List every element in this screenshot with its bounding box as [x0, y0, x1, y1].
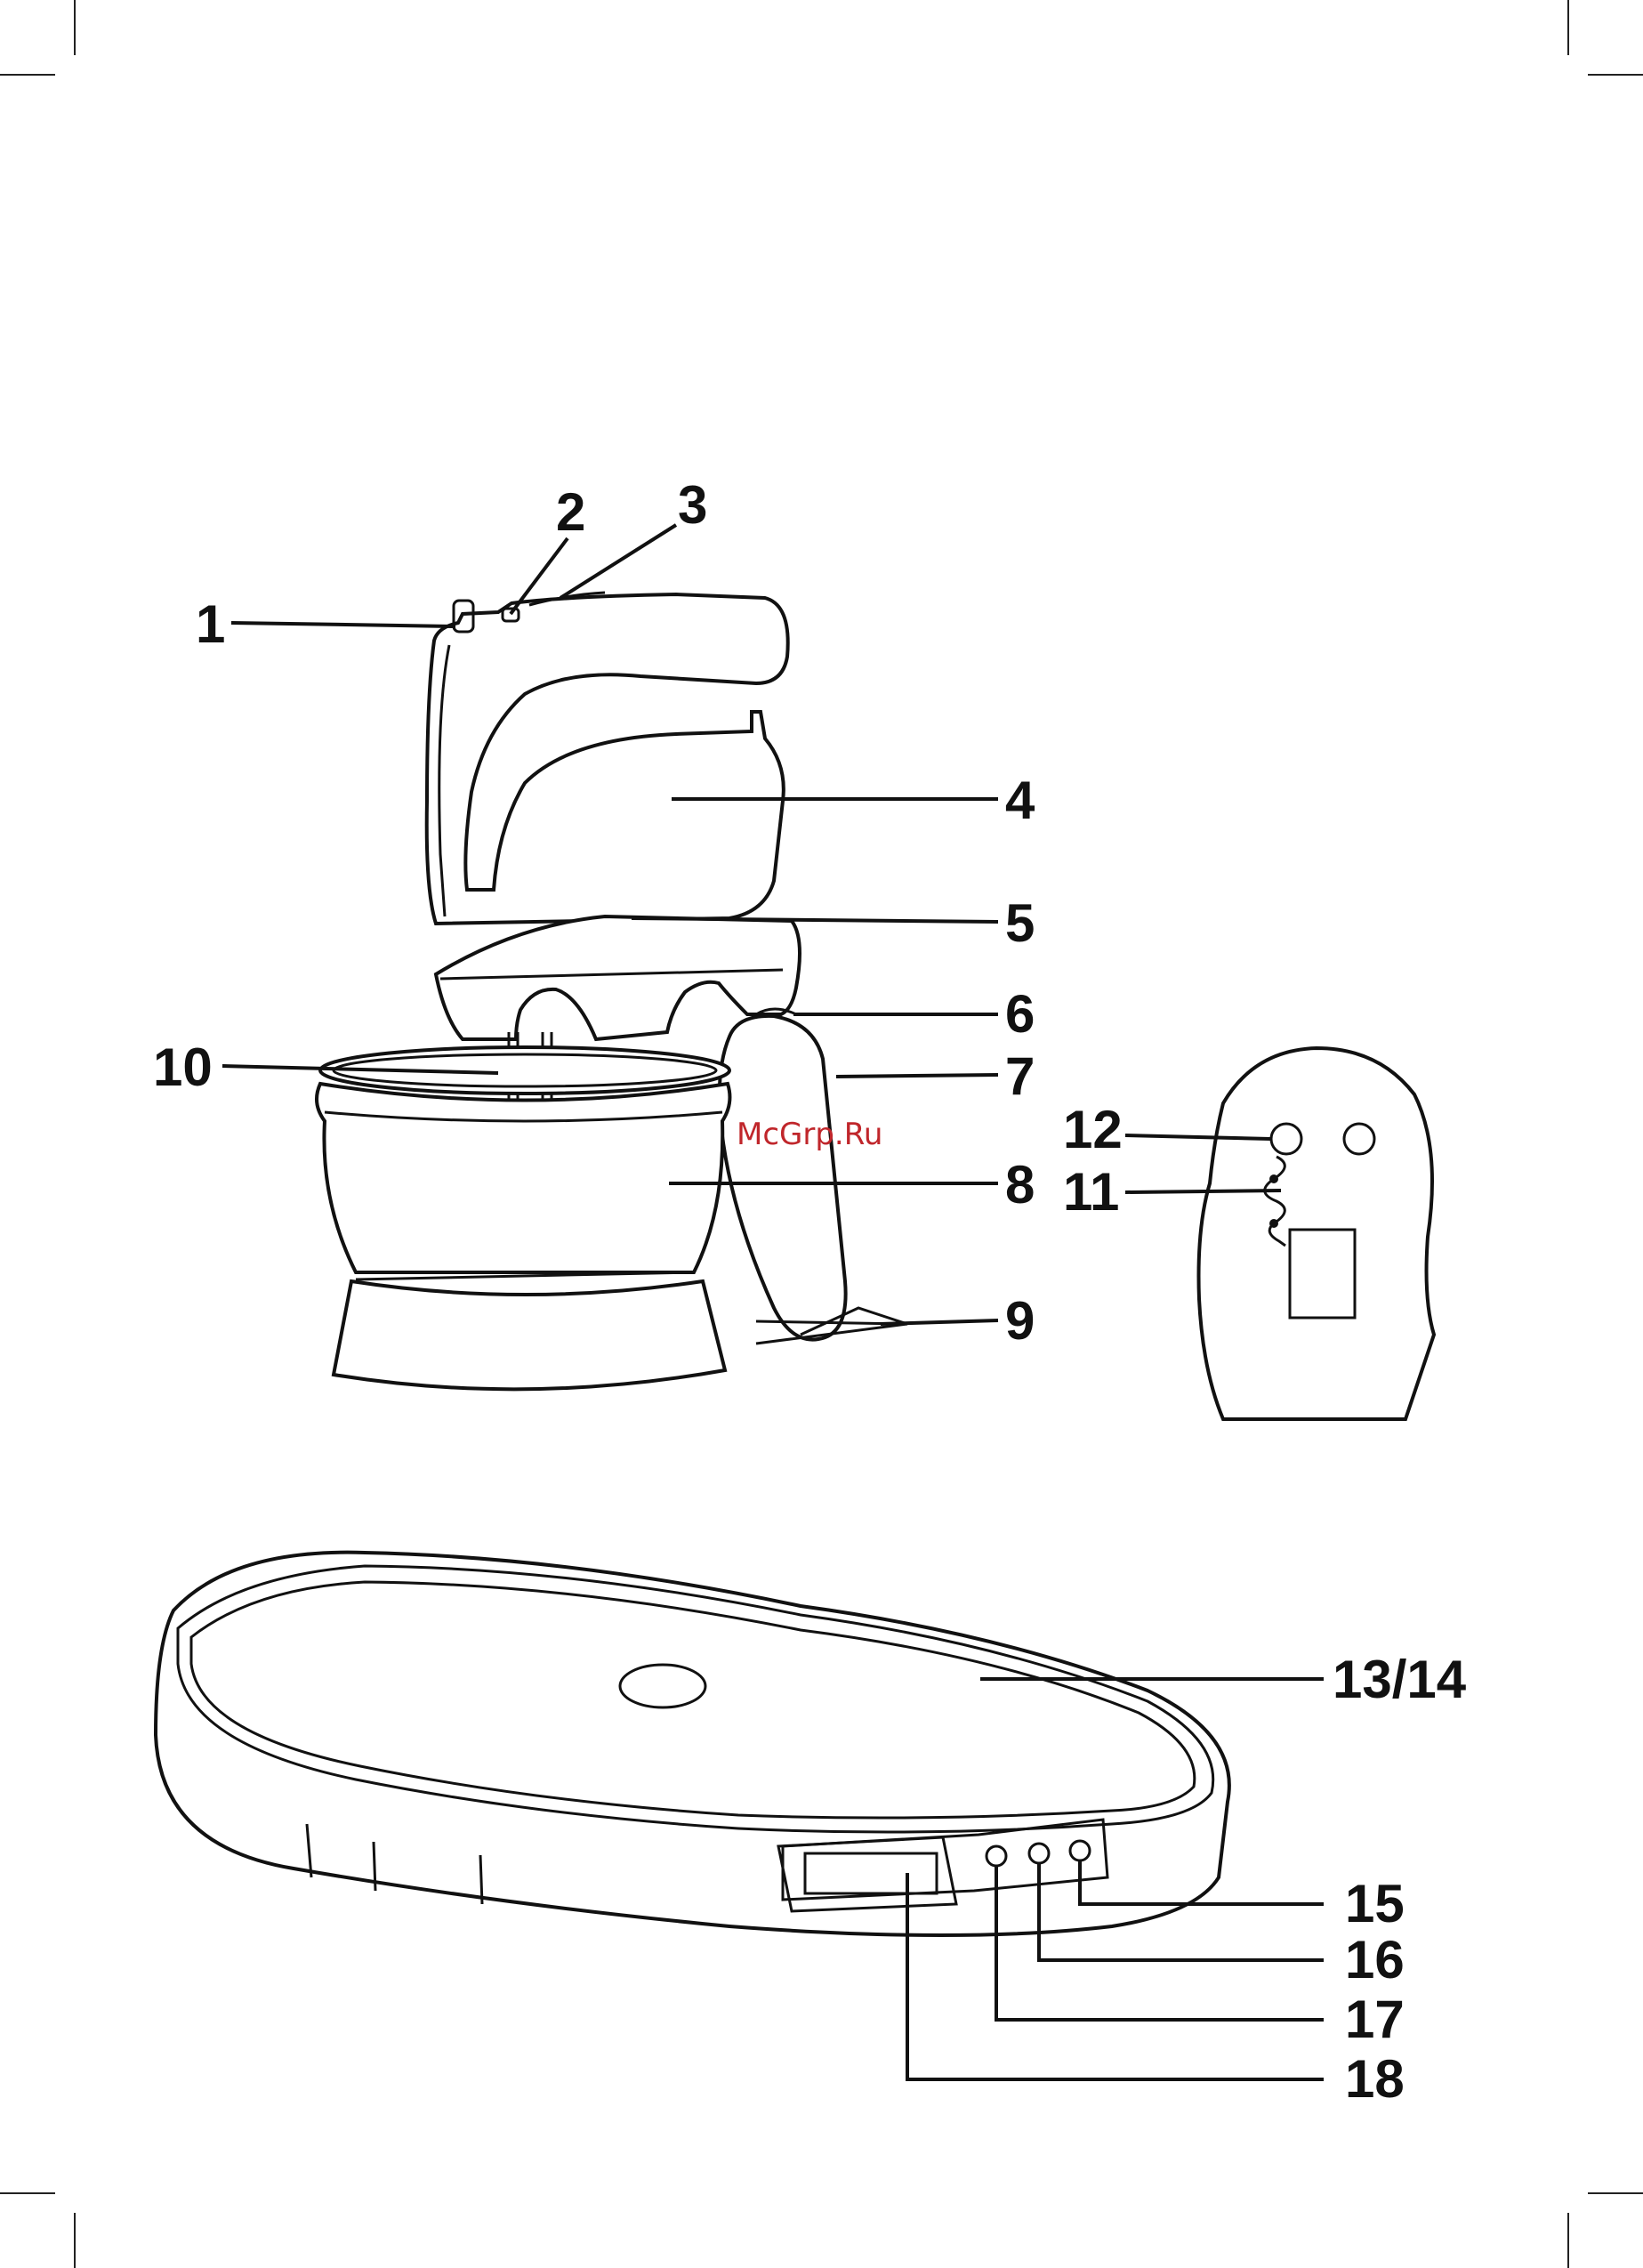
callout-18: 18 — [1345, 2049, 1405, 2109]
callout-9: 9 — [1005, 1291, 1035, 1351]
scale-platform-icon — [156, 1553, 1229, 1935]
callout-11: 11 — [1063, 1162, 1119, 1222]
callout-8: 8 — [1005, 1155, 1035, 1215]
hand-mixer-icon — [427, 593, 788, 924]
stand-mixer — [317, 593, 907, 1389]
callout-6: 6 — [1005, 984, 1035, 1044]
callout-5: 5 — [1005, 893, 1035, 953]
callout-15: 15 — [1345, 1874, 1405, 1933]
watermark: McGrp.Ru — [737, 1117, 882, 1152]
callout-12: 12 — [1063, 1100, 1123, 1159]
callout-2: 2 — [556, 482, 585, 542]
bowl-icon — [317, 1047, 729, 1272]
callout-7: 7 — [1005, 1046, 1035, 1106]
callout-4: 4 — [1005, 771, 1035, 830]
mixer-underside — [1199, 1048, 1435, 1419]
callout-13-14: 13/14 — [1333, 1650, 1467, 1709]
callout-17: 17 — [1345, 1990, 1405, 2049]
callout-3: 3 — [678, 475, 707, 535]
callout-1: 1 — [196, 594, 225, 654]
callout-16: 16 — [1345, 1930, 1405, 1990]
base-icon — [334, 1272, 725, 1389]
callout-10: 10 — [153, 1037, 213, 1097]
